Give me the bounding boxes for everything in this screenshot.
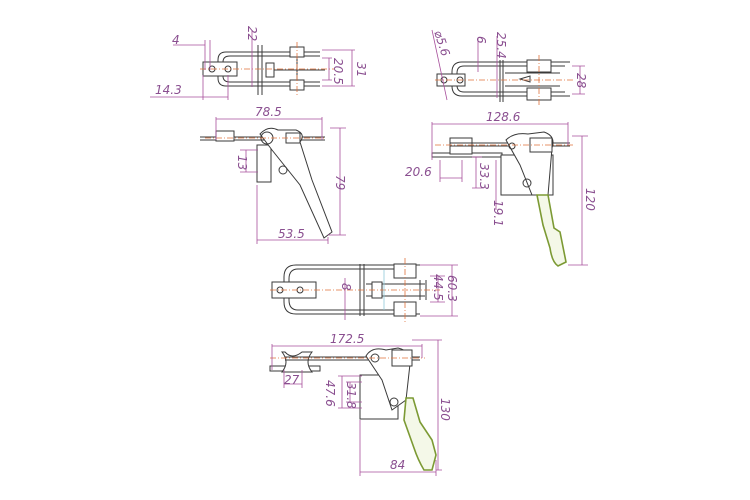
dim-20-5: 20.5 (331, 58, 345, 85)
dim-84: 84 (390, 458, 405, 472)
dim-27: 27 (284, 373, 300, 387)
dim-33-3: 33.3 (477, 163, 491, 190)
dim-128-6: 128.6 (486, 110, 521, 124)
medium-clamp-top-view (431, 29, 585, 105)
dim-22: 22 (245, 26, 259, 41)
dim-6: 6 (474, 36, 488, 44)
dim-53-5: 53.5 (278, 227, 305, 241)
small-clamp-side-view (200, 117, 346, 244)
dim-25-4: 25.4 (494, 32, 508, 59)
dim-60-3: 60.3 (445, 275, 459, 302)
large-clamp-side-view (269, 339, 442, 476)
dim-172-5: 172.5 (330, 332, 364, 346)
large-clamp-top-view (270, 258, 458, 322)
dim-13: 13 (235, 155, 249, 170)
dim-28: 28 (574, 73, 588, 89)
dim-130: 130 (438, 398, 452, 421)
medium-clamp-side-view (431, 122, 588, 267)
dim-79: 79 (333, 175, 347, 190)
dim-120: 120 (583, 188, 597, 211)
dim-78-5: 78.5 (255, 105, 282, 119)
dim-14-3: 14.3 (155, 83, 182, 97)
dim-31-8: 31.8 (344, 382, 358, 409)
small-clamp-top-view (150, 30, 355, 100)
dim-20-6: 20.6 (405, 165, 432, 179)
dim-47-6: 47.6 (323, 380, 337, 407)
dim-19-1: 19.1 (491, 200, 505, 227)
dim-dia-5-6: ⌀5.6 (431, 29, 453, 59)
dim-4: 4 (172, 33, 180, 47)
dim-31: 31 (354, 62, 368, 77)
dim-8: 8 (339, 283, 353, 291)
dim-44-5: 44.5 (431, 274, 445, 301)
